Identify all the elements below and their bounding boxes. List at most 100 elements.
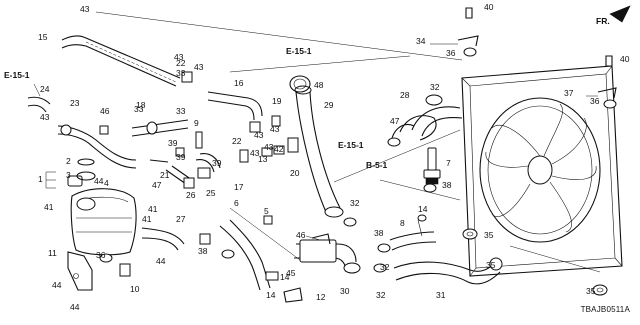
callout-43: 43 <box>254 130 264 140</box>
callout-35: 35 <box>486 260 496 270</box>
callout-45: 45 <box>286 268 296 278</box>
callout-35: 35 <box>586 286 596 296</box>
callout-30: 30 <box>340 286 350 296</box>
callout-32: 32 <box>350 198 360 208</box>
callout-12: 12 <box>316 292 326 302</box>
section-ref-top[interactable]: E-15-1 <box>286 46 312 56</box>
callout-8: 8 <box>400 218 405 228</box>
callout-40: 40 <box>620 54 630 64</box>
callout-22: 22 <box>232 136 242 146</box>
callout-6: 6 <box>234 198 239 208</box>
hose-8 <box>389 231 437 251</box>
hose-15 <box>61 35 181 87</box>
clamp-38-c <box>221 249 235 259</box>
section-ref-b51[interactable]: B-5-1 <box>366 160 388 170</box>
callout-31: 31 <box>436 290 446 300</box>
callout-32: 32 <box>376 290 386 300</box>
callout-15: 15 <box>38 32 48 42</box>
hose-28 <box>387 115 437 147</box>
callout-48: 48 <box>314 80 324 90</box>
grommet-35-a <box>462 228 478 240</box>
clip-42 <box>273 145 285 155</box>
diagram-code: TBAJB0511A <box>580 305 630 314</box>
callout-41: 41 <box>44 202 54 212</box>
callout-3: 3 <box>66 170 71 180</box>
callout-34: 34 <box>416 36 426 46</box>
reserve-tank <box>70 188 137 256</box>
leader-lines <box>33 11 601 273</box>
callout-44: 44 <box>70 302 80 312</box>
callout-39: 39 <box>168 138 178 148</box>
callout-16: 16 <box>234 78 244 88</box>
grommet-36-left <box>99 253 113 263</box>
callout-44: 44 <box>52 280 62 290</box>
clip-13 <box>261 147 273 157</box>
callout-44: 44 <box>156 256 166 266</box>
clip-9 <box>195 131 203 149</box>
radiator <box>461 65 623 277</box>
callout-39: 39 <box>212 158 222 168</box>
section-ref-mid[interactable]: E-15-1 <box>338 140 364 150</box>
callout-32: 32 <box>430 82 440 92</box>
hose-23 <box>57 124 137 169</box>
callout-24: 24 <box>40 84 50 94</box>
callout-9: 9 <box>194 118 199 128</box>
callout-46: 46 <box>100 106 110 116</box>
clip-17 <box>239 149 249 163</box>
callout-36: 36 <box>446 48 456 58</box>
clamp-32-a <box>343 217 357 227</box>
callout-43: 43 <box>264 142 274 152</box>
callout-14: 14 <box>266 290 276 300</box>
callout-38: 38 <box>374 228 384 238</box>
front-arrow <box>609 5 631 23</box>
callout-18: 18 <box>136 100 146 110</box>
clip-10 <box>119 263 131 277</box>
callout-47: 47 <box>390 116 400 126</box>
callout-38: 38 <box>442 180 452 190</box>
callout-5: 5 <box>264 206 269 216</box>
callout-4: 4 <box>104 178 109 188</box>
callout-41: 41 <box>142 214 152 224</box>
clip-5 <box>263 215 273 225</box>
clip-37 <box>597 87 617 99</box>
clip-20 <box>287 137 299 153</box>
clip-45 <box>311 233 331 245</box>
clip-39 <box>175 147 185 157</box>
callout-43: 43 <box>40 112 50 122</box>
callout-43: 43 <box>80 4 90 14</box>
callout-29: 29 <box>324 100 334 110</box>
callout-38: 38 <box>198 246 208 256</box>
callout-41: 41 <box>148 204 158 214</box>
section-ref-left[interactable]: E-15-1 <box>4 70 30 80</box>
grommet-35-b <box>592 284 608 296</box>
callout-42: 42 <box>274 144 284 154</box>
clip-26 <box>183 177 195 189</box>
hose-24 <box>27 96 51 113</box>
clip-22 <box>181 71 193 83</box>
callout-13: 13 <box>258 154 268 164</box>
clip-34 <box>457 35 479 47</box>
fan-shroud <box>479 97 601 243</box>
callout-44: 44 <box>94 176 104 186</box>
direction-label: FR. <box>596 16 610 26</box>
clip-19 <box>271 115 281 127</box>
callout-10: 10 <box>130 284 140 294</box>
small-hoses <box>149 153 221 185</box>
hose-14-mid <box>417 214 427 237</box>
clamp-47 <box>289 75 311 93</box>
hose-18 <box>131 119 189 137</box>
callout-28: 28 <box>400 90 410 100</box>
callout-7: 7 <box>446 158 451 168</box>
clip-12 <box>283 287 303 303</box>
callout-11: 11 <box>48 248 57 258</box>
part-7 <box>423 147 441 185</box>
callout-22: 22 <box>176 58 186 68</box>
clamp-38-b <box>377 243 391 253</box>
pipe-30 <box>294 239 361 274</box>
clip-22b <box>249 121 261 133</box>
clip-40-a <box>465 7 473 19</box>
callout-2: 2 <box>66 156 71 166</box>
